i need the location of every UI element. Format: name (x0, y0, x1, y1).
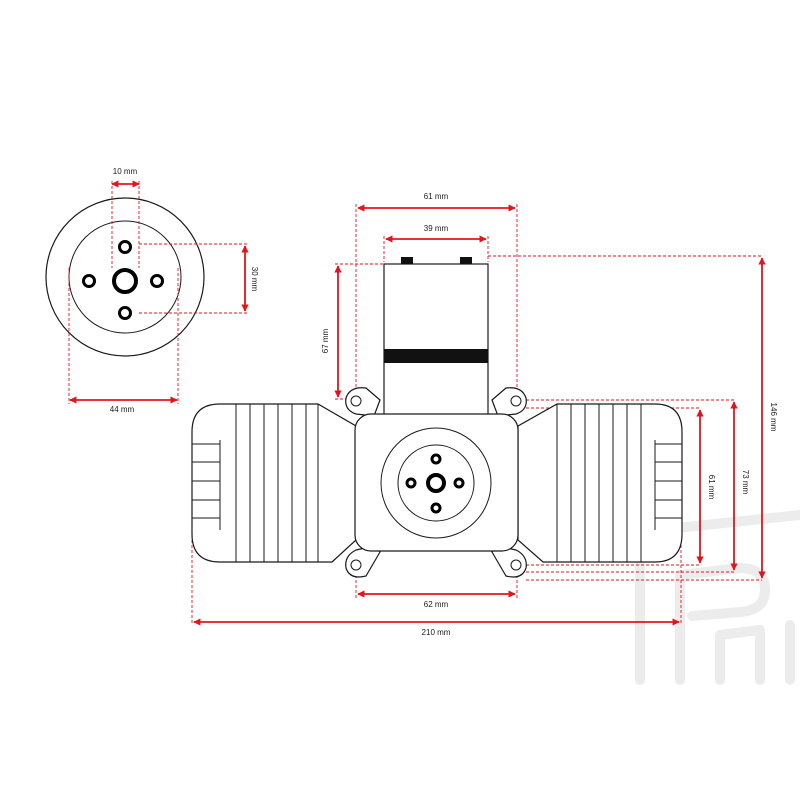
front-bolt-top (118, 240, 132, 254)
hub-bolt-right (453, 477, 465, 489)
top-view-engine (191, 257, 683, 578)
right-cylinder (517, 403, 683, 563)
dim-carburetor-inner: 39 mm (424, 224, 449, 233)
hub-bolt-top (430, 453, 442, 465)
hub-bolt-left (405, 477, 417, 489)
carburetor-body (383, 263, 489, 417)
watermark-letter-m (715, 620, 795, 685)
crankcase-hub-outer (380, 427, 492, 539)
dim-mount-pitch: 61 mm (707, 475, 716, 500)
dim-front-diameter: 44 mm (110, 405, 135, 414)
mounting-ear-top-right (491, 387, 527, 417)
front-bolt-right (150, 274, 164, 288)
dim-total-width: 210 mm (422, 628, 451, 637)
watermark-letter-p (675, 563, 770, 685)
mounting-ear-bottom-right (491, 545, 527, 578)
mounting-ear-top-left (345, 387, 381, 417)
front-shaft-center (112, 268, 138, 294)
front-view (45, 197, 205, 357)
dim-bolt-spacing: 30 mm (250, 267, 259, 292)
dim-total-height: 146 mm (769, 403, 778, 432)
carburetor-tab-left (401, 257, 413, 264)
front-view-extension-lines (68, 181, 247, 404)
front-view-dimensions: 10 mm 30 mm 44 mm (69, 167, 259, 414)
dim-hub-hole: 10 mm (113, 167, 138, 176)
top-view-dimensions: 61 mm 39 mm 67 mm 146 mm 61 mm 73 mm 62 … (193, 192, 778, 637)
dim-crankcase-width: 62 mm (424, 600, 449, 609)
crankcase-hub-inner (397, 444, 475, 522)
hub-shaft-center (426, 473, 446, 493)
hub-bolt-bottom (430, 502, 442, 514)
mounting-ear-bottom-left (345, 545, 381, 578)
carburetor-tab-right (460, 257, 472, 264)
front-bolt-bottom (118, 306, 132, 320)
left-cylinder (191, 403, 357, 563)
carburetor-band (384, 349, 488, 363)
dim-mount-width: 73 mm (741, 470, 750, 495)
dim-carburetor-height: 67 mm (321, 328, 330, 353)
front-bolt-left (82, 274, 96, 288)
dim-carburetor-width: 61 mm (424, 192, 449, 201)
front-view-inner-hub (68, 220, 182, 334)
